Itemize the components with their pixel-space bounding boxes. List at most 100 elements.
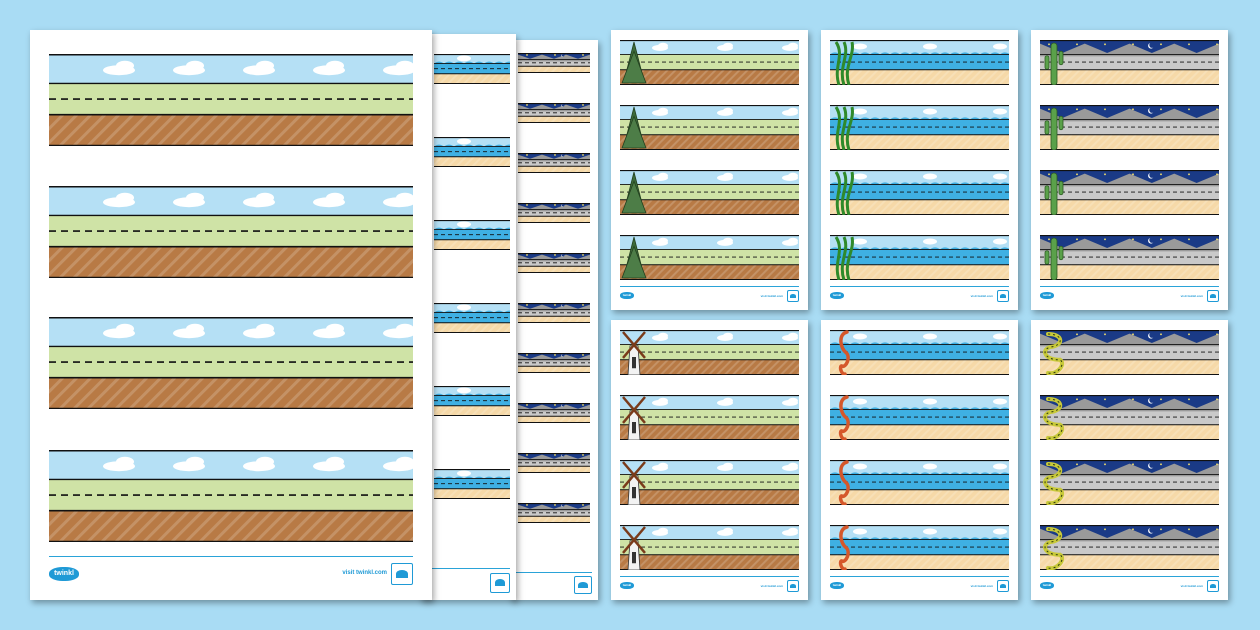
handwriting-strip: [49, 54, 413, 146]
handwriting-strip: [518, 453, 590, 473]
back-sheet-sea: twinkl: [420, 34, 516, 600]
footer-divider: [830, 576, 1009, 577]
handwriting-strip: [49, 450, 413, 542]
handwriting-strip: [1040, 330, 1219, 375]
cactus-icon: [1044, 42, 1064, 85]
planit-badge-icon: [787, 579, 799, 592]
fir-tree-icon: [621, 41, 647, 84]
handwriting-strip: [1040, 170, 1219, 215]
handwriting-strip: [434, 303, 510, 333]
handwriting-strip: [518, 153, 590, 173]
planit-badge-icon: [997, 579, 1009, 592]
footer-url: visit twinkl.com: [760, 293, 783, 298]
seahorse-icon: [838, 460, 850, 505]
footer-divider: [620, 286, 799, 287]
twinkl-logo: twinkl: [1040, 292, 1054, 299]
snake-icon: [1043, 332, 1065, 375]
handwriting-strip: [518, 353, 590, 373]
footer-url: visit twinkl.com: [1180, 293, 1203, 298]
handwriting-strip: [518, 503, 590, 523]
handwriting-strip: [434, 469, 510, 499]
seaweed-icon: [834, 41, 854, 85]
planit-badge-icon: [787, 289, 799, 302]
footer-divider: [1040, 576, 1219, 577]
snake-icon: [1043, 462, 1065, 505]
front-sheet-grass: twinkl visit twinkl.com: [30, 30, 432, 600]
footer-divider: [516, 572, 592, 573]
windmill-icon: [622, 526, 646, 570]
footer-divider: [620, 576, 799, 577]
windmill-icon: [622, 461, 646, 505]
handwriting-strip: [620, 330, 799, 375]
handwriting-strip: [518, 303, 590, 323]
handwriting-strip: [830, 460, 1009, 505]
handwriting-strip: [434, 386, 510, 416]
handwriting-strip: [1040, 395, 1219, 440]
handwriting-strip: [49, 186, 413, 278]
handwriting-strip: [620, 105, 799, 150]
handwriting-strip: [620, 40, 799, 85]
footer-divider: [49, 556, 413, 557]
planit-badge-icon: [391, 562, 413, 585]
snake-icon: [1043, 397, 1065, 440]
handwriting-strip: [434, 220, 510, 250]
fir-tree-icon: [621, 106, 647, 149]
handwriting-strip: [830, 330, 1009, 375]
seahorse-icon: [838, 525, 850, 570]
planit-badge-icon: [490, 572, 510, 593]
seahorse-icon: [838, 395, 850, 440]
handwriting-strip: [518, 403, 590, 423]
twinkl-logo: twinkl: [620, 582, 634, 589]
cactus-icon: [1044, 172, 1064, 215]
planit-badge-icon: [1207, 579, 1219, 592]
handwriting-strip: [830, 40, 1009, 85]
handwriting-strip: [830, 525, 1009, 570]
footer-url: visit twinkl.com: [970, 583, 993, 588]
handwriting-strip: [830, 235, 1009, 280]
windmill-icon: [622, 331, 646, 375]
handwriting-strip: [518, 53, 590, 73]
windmill-icon: [622, 396, 646, 440]
sheet-windmill: twinkl visit twinkl.com: [611, 320, 808, 600]
footer-divider: [830, 286, 1009, 287]
planit-badge-icon: [1207, 289, 1219, 302]
twinkl-logo: twinkl: [830, 292, 844, 299]
handwriting-strip: [1040, 525, 1219, 570]
back-sheet-desert: twinkl: [510, 40, 598, 600]
fir-tree-icon: [621, 236, 647, 279]
handwriting-strip: [620, 460, 799, 505]
snake-icon: [1043, 527, 1065, 570]
planit-badge-icon: [997, 289, 1009, 302]
handwriting-strip: [620, 170, 799, 215]
fir-tree-icon: [621, 171, 647, 214]
handwriting-strip: [434, 137, 510, 167]
handwriting-strip: [1040, 40, 1219, 85]
handwriting-strip: [434, 54, 510, 84]
handwriting-strip: [830, 170, 1009, 215]
footer-url: visit twinkl.com: [1180, 583, 1203, 588]
footer-url: visit twinkl.com: [760, 583, 783, 588]
handwriting-strip: [49, 317, 413, 409]
twinkl-logo: twinkl: [620, 292, 634, 299]
planit-badge-icon: [574, 576, 592, 595]
handwriting-strip: [518, 253, 590, 273]
cactus-icon: [1044, 237, 1064, 280]
footer-url: visit twinkl.com: [342, 570, 387, 577]
footer-url: visit twinkl.com: [970, 293, 993, 298]
handwriting-strip: [620, 395, 799, 440]
seaweed-icon: [834, 236, 854, 280]
handwriting-strip: [830, 395, 1009, 440]
handwriting-strip: [518, 103, 590, 123]
cactus-icon: [1044, 107, 1064, 150]
footer-divider: [426, 568, 510, 569]
handwriting-strip: [620, 235, 799, 280]
handwriting-strip: [1040, 460, 1219, 505]
seaweed-icon: [834, 106, 854, 150]
twinkl-logo: twinkl: [49, 567, 79, 581]
sheet-grass: twinkl visit twinkl.com: [611, 30, 808, 310]
handwriting-strip: [1040, 235, 1219, 280]
handwriting-strip: [830, 105, 1009, 150]
handwriting-strip: [1040, 105, 1219, 150]
